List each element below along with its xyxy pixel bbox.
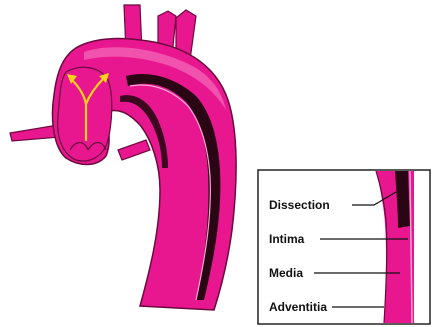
wall-layers-inset: Dissection Intima Media Adventitia <box>258 170 430 324</box>
label-intima: Intima <box>269 232 305 246</box>
label-adventitia: Adventitia <box>269 300 327 314</box>
left-branch-vessel <box>10 125 60 141</box>
aorta-illustration <box>10 5 236 310</box>
aortic-root <box>58 67 112 161</box>
label-media: Media <box>269 266 303 280</box>
lower-branch-vessel <box>118 140 150 160</box>
label-dissection: Dissection <box>269 198 330 212</box>
